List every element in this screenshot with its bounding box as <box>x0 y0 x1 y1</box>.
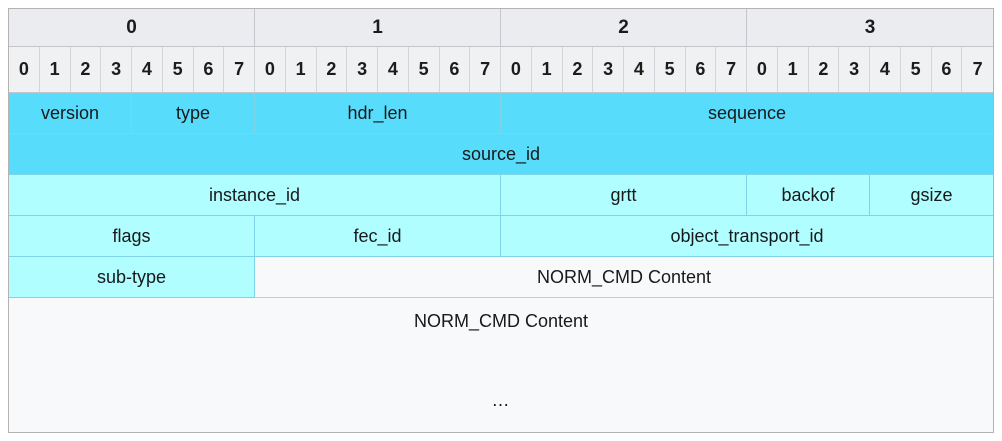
bit-index-10: 2 <box>316 47 348 93</box>
bit-index-29: 5 <box>900 47 932 93</box>
bit-index-25: 1 <box>777 47 809 93</box>
byte-index-0: 0 <box>9 9 255 47</box>
bit-index-16: 0 <box>501 47 532 93</box>
bit-index-4: 4 <box>132 47 163 93</box>
field-flags: flags <box>9 216 255 257</box>
packet-field-row: source_id <box>9 134 993 175</box>
bit-index-26: 2 <box>808 47 840 93</box>
bit-index-12: 4 <box>378 47 409 93</box>
field-sub-type: sub-type <box>9 257 255 298</box>
bit-index-27: 3 <box>839 47 870 93</box>
bit-index-13: 5 <box>408 47 440 93</box>
bit-index-22: 6 <box>685 47 717 93</box>
payload-content-label: NORM_CMD Content <box>413 311 589 331</box>
bit-index-28: 4 <box>870 47 901 93</box>
bit-index-3: 3 <box>101 47 132 93</box>
field-hdr-len: hdr_len <box>255 93 501 134</box>
bit-index-23: 7 <box>716 47 747 93</box>
byte-index-2: 2 <box>501 9 747 47</box>
field-backof: backof <box>747 175 870 216</box>
field-sequence: sequence <box>501 93 993 134</box>
bit-index-17: 1 <box>531 47 563 93</box>
bit-index-6: 6 <box>193 47 225 93</box>
byte-index-1: 1 <box>255 9 501 47</box>
bit-index-8: 0 <box>255 47 286 93</box>
bit-index-5: 5 <box>162 47 194 93</box>
field-fec-id: fec_id <box>255 216 501 257</box>
byte-index-3: 3 <box>747 9 993 47</box>
bit-index-2: 2 <box>70 47 102 93</box>
bit-index-11: 3 <box>347 47 378 93</box>
field-gsize: gsize <box>870 175 993 216</box>
bit-index-31: 7 <box>962 47 993 93</box>
payload-ellipsis: … <box>491 390 511 410</box>
bit-index-15: 7 <box>470 47 501 93</box>
bit-index-20: 4 <box>624 47 655 93</box>
bit-index-18: 2 <box>562 47 594 93</box>
field-norm-cmd-content: NORM_CMD Content <box>255 257 993 298</box>
field-type: type <box>132 93 255 134</box>
field-version: version <box>9 93 132 134</box>
field-instance-id: instance_id <box>9 175 501 216</box>
field-source-id: source_id <box>9 134 993 175</box>
bit-index-19: 3 <box>593 47 624 93</box>
payload-block: NORM_CMD Content … <box>9 298 993 428</box>
field-grtt: grtt <box>501 175 747 216</box>
bit-index-21: 5 <box>654 47 686 93</box>
bit-index-1: 1 <box>39 47 71 93</box>
field-object-transport-id: object_transport_id <box>501 216 993 257</box>
bit-index-0: 0 <box>9 47 40 93</box>
bit-index-24: 0 <box>747 47 778 93</box>
bit-index-14: 6 <box>439 47 471 93</box>
bit-index-7: 7 <box>224 47 255 93</box>
bit-index-9: 1 <box>285 47 317 93</box>
bit-index-30: 6 <box>931 47 963 93</box>
